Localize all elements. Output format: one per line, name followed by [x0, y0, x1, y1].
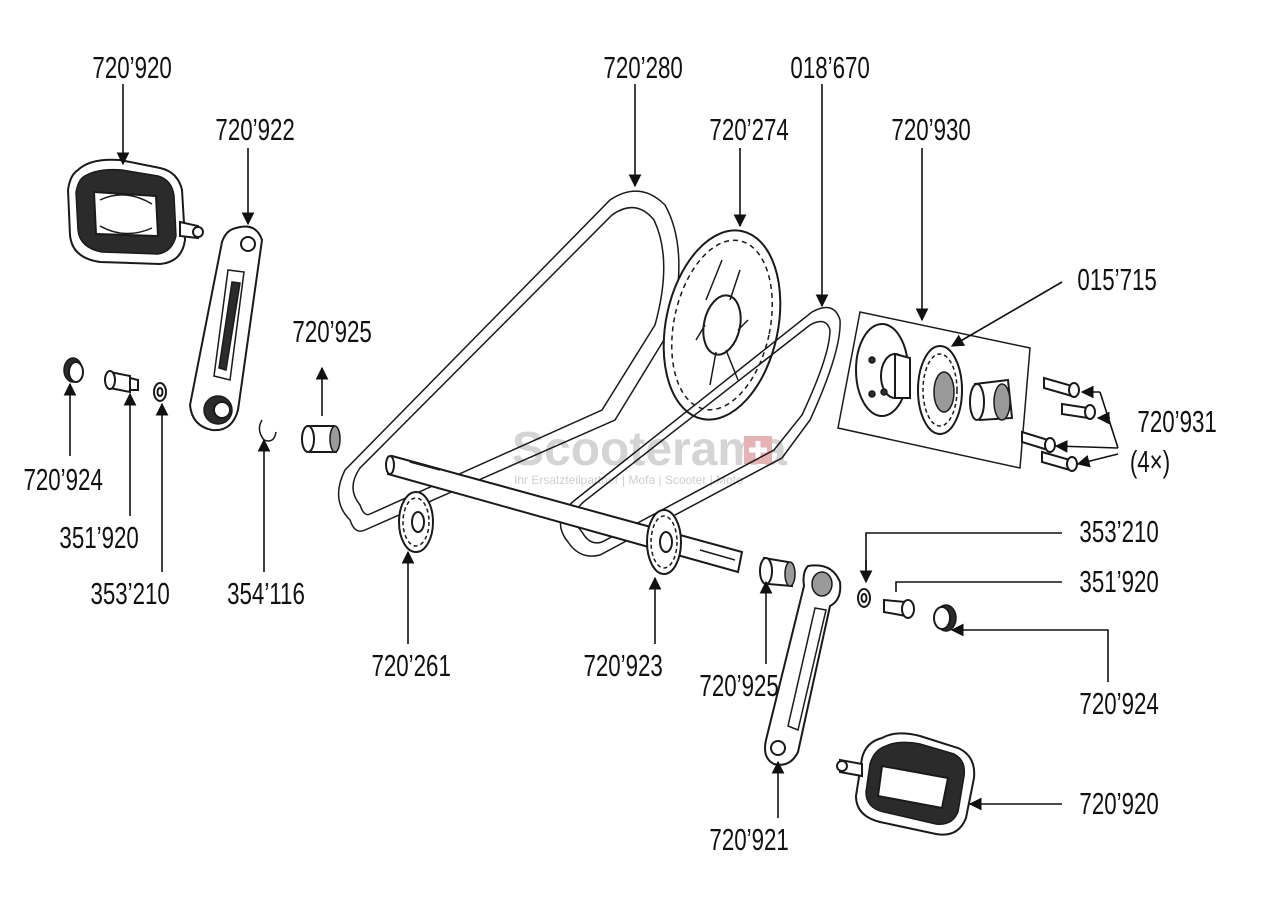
- bushing-right-part: [759, 556, 796, 588]
- label-hub-assembly: 720’930: [891, 112, 970, 146]
- label-bolt-right: 351’920: [1079, 564, 1158, 598]
- bolt-right-part: [883, 598, 915, 619]
- bolt-left-part: [104, 370, 139, 394]
- label-pedal-left: 720’920: [92, 50, 171, 84]
- label-cap-left: 720’924: [23, 462, 102, 496]
- washer-right-part: [857, 588, 871, 608]
- cap-right-part: [933, 604, 957, 632]
- label-cap-right: 720’924: [1079, 686, 1158, 720]
- leader-lines: [63, 84, 1119, 818]
- sprocket-small-right-part: [646, 509, 682, 575]
- pedal-right-part: [836, 732, 976, 836]
- label-freewheel: 015’715: [1077, 262, 1156, 296]
- bolts-part: [1021, 376, 1096, 472]
- cap-left-part: [63, 357, 84, 383]
- crank-right-part: [764, 564, 842, 766]
- freewheel-part: [917, 345, 963, 435]
- label-bolts: 720’931: [1137, 404, 1216, 438]
- circlip-part: [258, 419, 277, 442]
- pedal-left-part: [66, 158, 204, 266]
- label-belt: 720’280: [603, 50, 682, 84]
- watermark-tagline: Ihr Ersatzteilpartner | Mofa | Scooter |…: [514, 473, 743, 487]
- label-washer-right: 353’210: [1079, 514, 1158, 548]
- label-bolt-left: 351’920: [59, 520, 138, 554]
- crank-left-part: [188, 225, 264, 432]
- label-sprocket-large: 720’274: [709, 112, 788, 146]
- label-chain: 018’670: [790, 50, 869, 84]
- label-sprocket-small-right: 720’923: [583, 648, 662, 682]
- label-bushing-right: 720’925: [699, 668, 778, 702]
- label-crank-left: 720’922: [215, 112, 294, 146]
- label-washer-left: 353’210: [90, 576, 169, 610]
- belt-part: [337, 190, 680, 532]
- hub-assembly-part: [837, 311, 1031, 469]
- watermark: Scooterama Ihr Ersatzteilpartner | Mofa …: [512, 423, 787, 487]
- washer-left-part: [153, 382, 167, 402]
- label-circlip: 354’116: [227, 576, 305, 610]
- bushing-left-part: [301, 425, 341, 453]
- label-pedal-right: 720’920: [1079, 786, 1158, 820]
- sprocket-small-left-part: [398, 491, 434, 553]
- label-bushing-left: 720’925: [292, 314, 371, 348]
- hub-nut-part: [969, 378, 1014, 422]
- label-sprocket-small-left: 720’261: [371, 648, 450, 682]
- label-crank-right: 720’921: [709, 822, 788, 856]
- label-bolts-qty: (4×): [1130, 444, 1170, 478]
- part-labels: 720’920 720’922 720’280 018’670 720’274 …: [23, 50, 1216, 856]
- sprocket-large-part: [662, 229, 782, 421]
